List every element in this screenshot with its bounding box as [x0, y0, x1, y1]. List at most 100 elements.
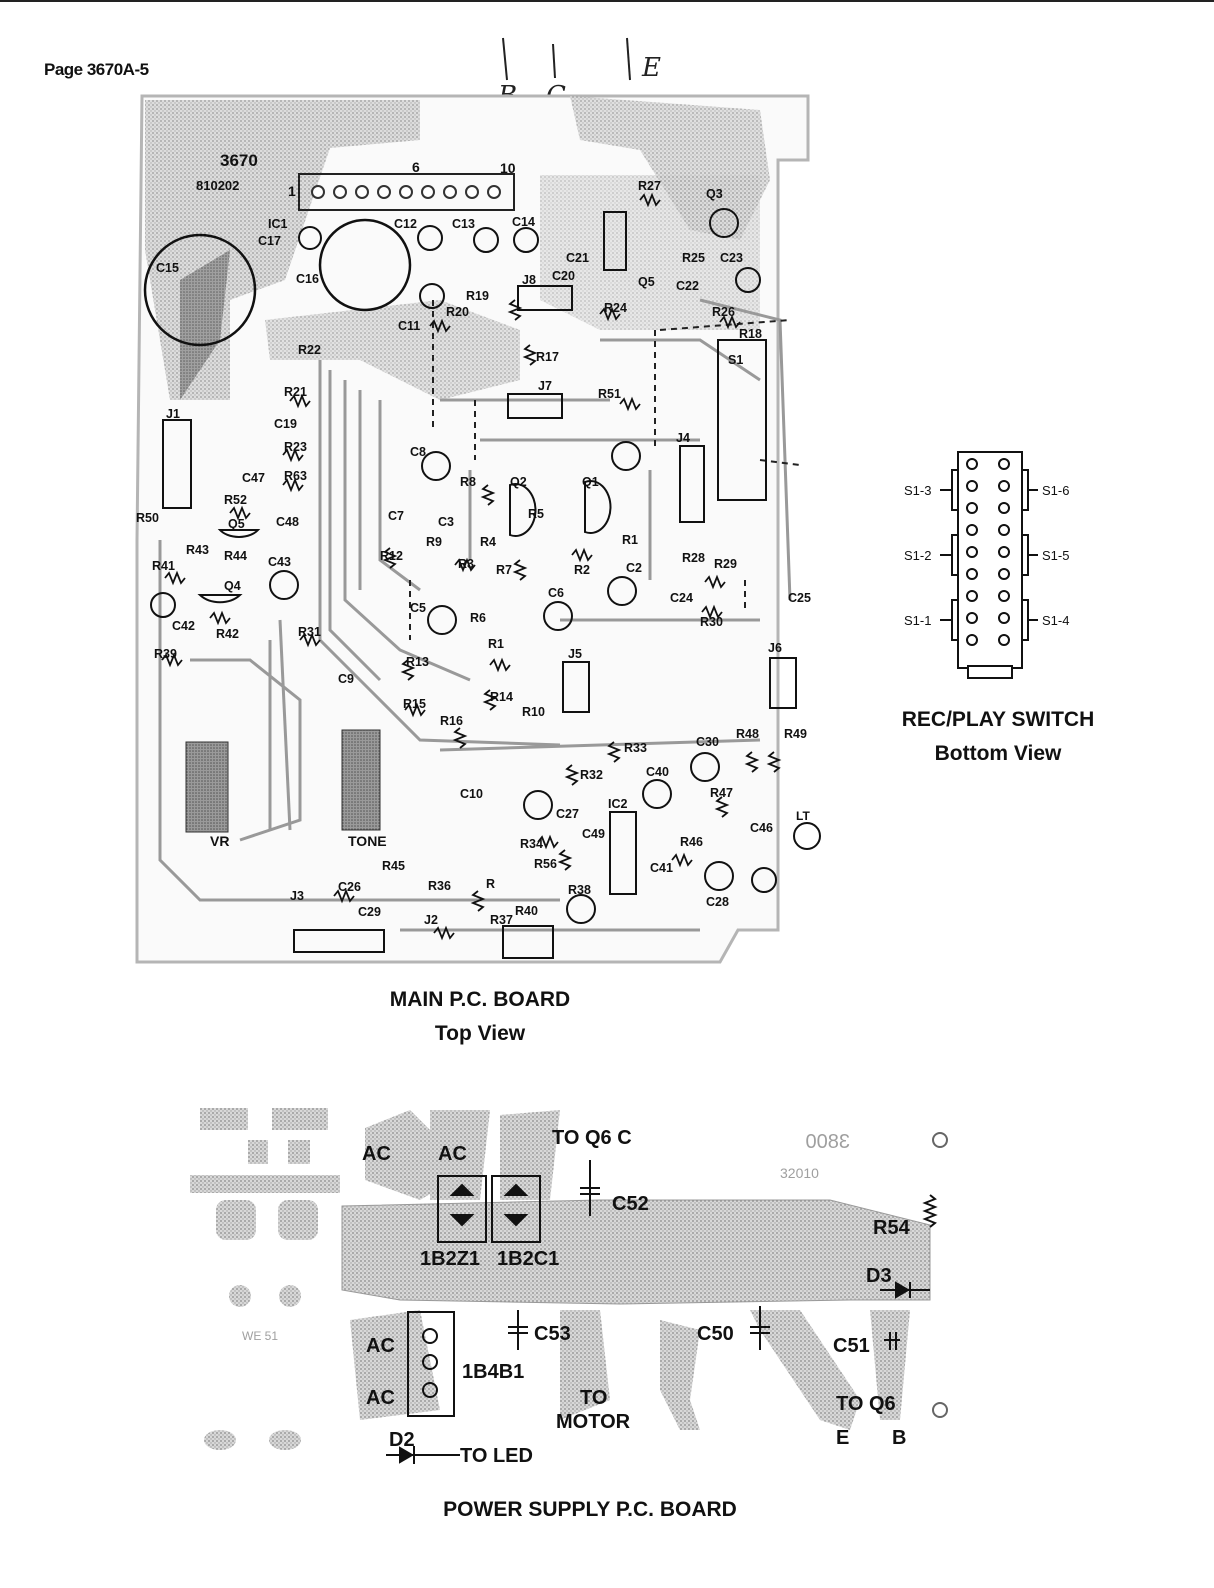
component-label-r22: R22 — [298, 343, 321, 357]
component-label-c20: C20 — [552, 269, 575, 283]
component-label-j3: J3 — [290, 889, 304, 903]
component-label-r25: R25 — [682, 251, 705, 265]
d2-label: D2 — [389, 1429, 415, 1451]
vr-label: VR — [210, 833, 229, 849]
component-label-c40: C40 — [646, 765, 669, 779]
component-label-r45: R45 — [382, 859, 405, 873]
component-label-q5: Q5 — [228, 517, 245, 531]
switch-pin — [966, 458, 978, 470]
component-label-r40: R40 — [515, 904, 538, 918]
component-label-r24: R24 — [604, 301, 627, 315]
ac-label-1: AC — [362, 1143, 391, 1165]
switch-pin — [998, 502, 1010, 514]
board-code: 810202 — [196, 178, 239, 193]
motor-label: MOTOR — [556, 1411, 631, 1433]
d3-label: D3 — [866, 1265, 892, 1287]
switch-pin — [966, 634, 978, 646]
component-label-c2: C2 — [626, 561, 642, 575]
bridge-1b4b1-label: 1B4B1 — [462, 1361, 524, 1383]
component-label-c16: C16 — [296, 272, 319, 286]
component-label-r17: R17 — [536, 350, 559, 364]
component-label-r3: R3 — [458, 557, 474, 571]
switch-pin — [998, 458, 1010, 470]
switch-pin — [998, 590, 1010, 602]
switch-pin — [966, 590, 978, 602]
to-q6-label: TO Q6 — [836, 1393, 896, 1415]
pin-10: 10 — [500, 160, 516, 176]
mirror-text-code: 32010 — [780, 1165, 819, 1181]
component-label-j5: J5 — [568, 647, 582, 661]
component-label-ic1: IC1 — [268, 217, 288, 231]
component-label-r19: R19 — [466, 289, 489, 303]
component-label-r8: R8 — [460, 475, 476, 489]
component-label-r37: R37 — [490, 913, 513, 927]
component-label-c47: C47 — [242, 471, 265, 485]
component-label-r7: R7 — [496, 563, 512, 577]
tone-potentiometer — [341, 729, 381, 831]
switch-label-s1-4: S1-4 — [1042, 613, 1069, 628]
component-label-c49: C49 — [582, 827, 605, 841]
component-label-r43: R43 — [186, 543, 209, 557]
component-label-r32: R32 — [580, 768, 603, 782]
component-label-c25: C25 — [788, 591, 811, 605]
component-label-q4: Q4 — [224, 579, 241, 593]
component-label-r34: R34 — [520, 837, 543, 851]
component-label-r9: R9 — [426, 535, 442, 549]
switch-pin — [998, 480, 1010, 492]
component-label-r1: R1 — [622, 533, 638, 547]
ac-label-2: AC — [438, 1143, 467, 1165]
ac-label-4: AC — [366, 1387, 395, 1409]
ic1-outline — [298, 173, 515, 211]
c53-label: C53 — [534, 1323, 571, 1345]
component-label-r13: R13 — [406, 655, 429, 669]
handwritten-e: E — [641, 53, 661, 83]
component-label-r31: R31 — [298, 625, 321, 639]
b-label: B — [892, 1427, 906, 1449]
component-label-q1: Q1 — [582, 475, 599, 489]
pin-6: 6 — [412, 159, 420, 175]
component-label-j8: J8 — [522, 273, 536, 287]
component-label-c10: C10 — [460, 787, 483, 801]
main-board-caption-title: MAIN P.C. BOARD — [389, 988, 571, 1011]
component-label-c43: C43 — [268, 555, 291, 569]
switch-pin — [966, 546, 978, 558]
component-label-r44: R44 — [224, 549, 247, 563]
component-label-r23: R23 — [284, 440, 307, 454]
c51-label: C51 — [833, 1335, 870, 1357]
s1-switch-outline — [717, 339, 767, 501]
switch-pin — [998, 568, 1010, 580]
component-label-r52: R52 — [224, 493, 247, 507]
c50-label: C50 — [697, 1323, 734, 1345]
switch-label-s1-6: S1-6 — [1042, 483, 1069, 498]
component-label-c27: C27 — [556, 807, 579, 821]
switch-pin — [998, 612, 1010, 624]
component-label-q2: Q2 — [510, 475, 527, 489]
bridge-1b2c1-label: 1B2C1 — [497, 1248, 559, 1270]
tone-label: TONE — [348, 833, 387, 849]
component-label-r1: R1 — [488, 637, 504, 651]
component-label-r2: R2 — [574, 563, 590, 577]
component-label-c42: C42 — [172, 619, 195, 633]
switch-pin — [966, 612, 978, 624]
component-label-c11: C11 — [398, 319, 420, 333]
switch-pin — [966, 480, 978, 492]
main-board-caption-subtitle: Top View — [434, 1022, 526, 1045]
component-label-r48: R48 — [736, 727, 759, 741]
switch-pin — [966, 502, 978, 514]
switch-pin — [966, 568, 978, 580]
component-label-r5: R5 — [528, 507, 544, 521]
component-label-r15: R15 — [403, 697, 426, 711]
component-label-r41: R41 — [152, 559, 175, 573]
component-label-r27: R27 — [638, 179, 661, 193]
component-label-r18: R18 — [739, 327, 762, 341]
r54-label: R54 — [873, 1217, 911, 1239]
main-board-caption: MAIN P.C. BOARD Top View — [340, 988, 620, 1046]
component-label-c13: C13 — [452, 217, 475, 231]
switch-label-s1-5: S1-5 — [1042, 548, 1069, 563]
component-label-r36: R36 — [428, 879, 451, 893]
e-label: E — [836, 1427, 849, 1449]
switch-label-s1-3: S1-3 — [904, 483, 931, 498]
component-label-c9: C9 — [338, 672, 354, 686]
main-pc-board: 3670 810202 1 6 10 VR TONE LT IC1C15C17C… — [135, 94, 821, 964]
